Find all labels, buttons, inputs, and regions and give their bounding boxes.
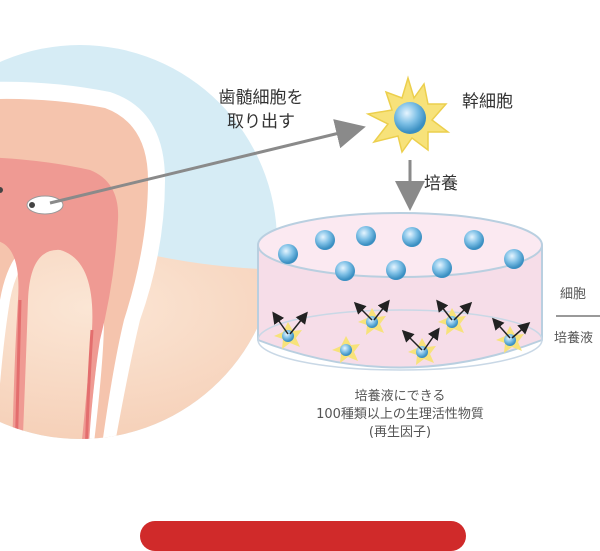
extract-label-line2: 取り出す — [227, 112, 295, 132]
culture-label: 培養 — [424, 174, 458, 194]
diagram-canvas — [0, 45, 600, 439]
secreting-cells — [272, 299, 531, 365]
caption-line1: 培養液にできる — [354, 389, 446, 404]
bottom-red-button[interactable] — [140, 521, 466, 551]
floating-cells — [278, 226, 524, 281]
caption-line2: 100種類以上の生理活性物質 — [316, 407, 484, 422]
stem-cell-label: 幹細胞 — [462, 92, 513, 112]
extract-arrow — [49, 119, 366, 205]
extract-label-line1: 歯髄細胞を — [218, 88, 304, 108]
culture-dish — [257, 212, 543, 371]
right-cut-label-top: 細胞 — [560, 287, 587, 302]
culture-fluid-caption: 培養液にできる 100種類以上の生理活性物質 (再生因子) — [280, 388, 520, 442]
extract-label: 歯髄細胞を 取り出す — [196, 86, 326, 134]
stem-cell-icon — [365, 75, 451, 154]
caption-line3: (再生因子) — [368, 425, 432, 440]
right-cut-label-bottom: 培養液 — [554, 331, 594, 346]
